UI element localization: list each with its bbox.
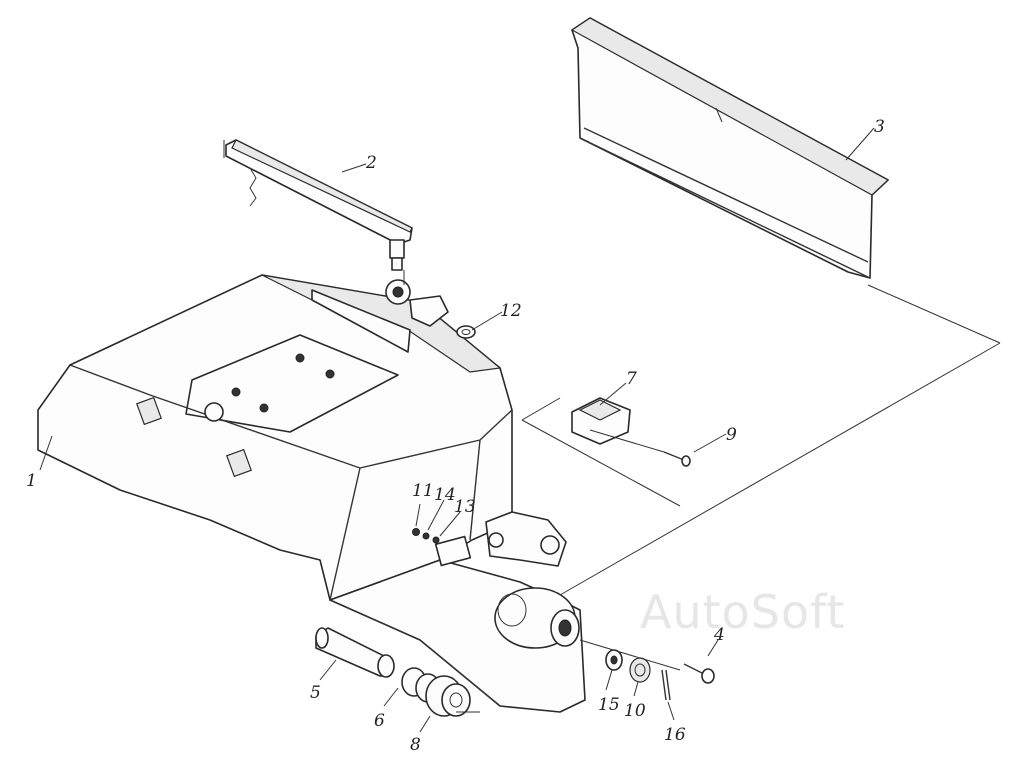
callout-16: 16	[664, 725, 686, 745]
callout-5: 5	[310, 683, 321, 703]
callout-2: 2	[365, 153, 377, 173]
part-4-bolt	[683, 663, 715, 684]
callout-13: 13	[454, 497, 476, 517]
callout-14: 14	[434, 485, 456, 505]
part-1-housing	[37, 274, 586, 713]
part-8-roller	[425, 675, 471, 717]
part-5-pin	[315, 627, 395, 678]
part-12-washer	[456, 325, 476, 339]
callout-10: 10	[624, 701, 646, 721]
callout-4: 4	[713, 625, 725, 645]
part-16-cotter-pin	[661, 669, 671, 701]
leader-lines	[39, 127, 875, 733]
part-3-panel	[570, 17, 890, 279]
part-2-bracket	[223, 139, 413, 271]
callout-8: 8	[410, 735, 421, 755]
callout-7: 7	[626, 369, 637, 389]
part-7-clamp	[571, 397, 631, 445]
part-15-washer	[605, 649, 623, 671]
callout-11: 11	[412, 481, 434, 501]
callout-15: 15	[598, 695, 620, 715]
part-11-14-13-small-hardware	[412, 528, 440, 544]
callout-6: 6	[374, 711, 385, 731]
assembly-guide-lines	[403, 270, 1001, 713]
callout-12: 12	[500, 301, 522, 321]
part-9-bolt	[663, 451, 691, 467]
watermark-text: AutoSoft	[640, 585, 846, 639]
callout-3: 3	[874, 117, 885, 137]
callouts: 1 2 3 4 5 6 7 8 9 10 11 12 13 14 15 16	[26, 117, 885, 755]
part-10-nut	[629, 657, 651, 683]
callout-1: 1	[26, 471, 37, 491]
callout-9: 9	[726, 425, 737, 445]
